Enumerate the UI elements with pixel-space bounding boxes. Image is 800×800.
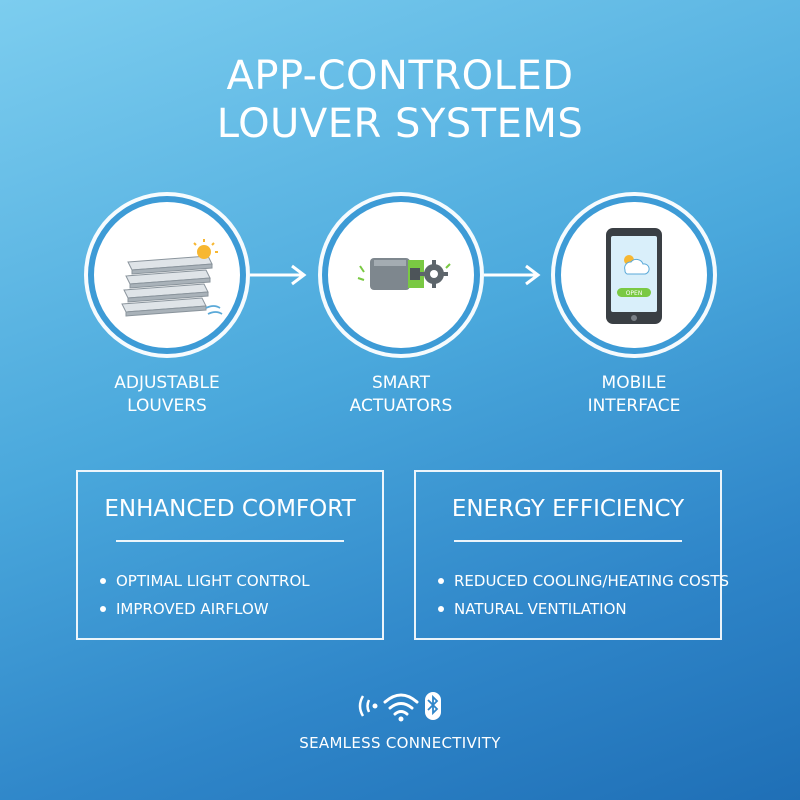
louvers-circle — [88, 196, 246, 354]
benefit-title: ENERGY EFFICIENCY — [451, 496, 685, 522]
smartphone-icon: OPEN — [606, 228, 662, 324]
list-item: REDUCED COOLING/HEATING COSTS — [438, 567, 729, 595]
step-label-line: LOUVERS — [127, 396, 207, 416]
list-item-text: IMPROVED AIRFLOW — [116, 600, 269, 618]
signal-waves-icon — [358, 695, 378, 717]
mobile-circle: OPEN — [555, 196, 713, 354]
list-item-text: OPTIMAL LIGHT CONTROL — [116, 572, 310, 590]
benefit-list: OPTIMAL LIGHT CONTROL IMPROVED AIRFLOW — [100, 567, 310, 623]
step-label-mobile: MOBILE INTERFACE — [534, 372, 734, 418]
step-label-line: ADJUSTABLE — [114, 373, 220, 393]
benefit-title: ENHANCED COMFORT — [104, 496, 356, 522]
step-label-louvers: ADJUSTABLE LOUVERS — [67, 372, 267, 418]
step-label-line: SMART — [371, 373, 431, 393]
title-line-2: LOUVER SYSTEMS — [216, 101, 584, 147]
benefit-box-comfort: ENHANCED COMFORT OPTIMAL LIGHT CONTROL I… — [76, 470, 384, 640]
wifi-icon — [383, 693, 419, 722]
benefit-list: REDUCED COOLING/HEATING COSTS NATURAL VE… — [438, 567, 729, 623]
arrow-right-icon — [250, 264, 307, 286]
list-item-text: REDUCED COOLING/HEATING COSTS — [454, 572, 730, 590]
connectivity-label: SEAMLESS CONNECTIVITY — [299, 734, 501, 752]
actuators-circle — [322, 196, 480, 354]
list-item-text: NATURAL VENTILATION — [454, 600, 627, 618]
connectivity-icons — [358, 692, 441, 722]
bluetooth-icon — [425, 692, 441, 720]
bullet-icon — [100, 577, 106, 584]
divider — [454, 540, 682, 542]
step-label-line: INTERFACE — [587, 396, 681, 416]
title-line-1: APP-CONTROLED — [226, 53, 574, 99]
step-label-line: ACTUATORS — [349, 396, 453, 416]
step-label-actuators: SMART ACTUATORS — [301, 372, 501, 418]
bullet-icon — [100, 605, 106, 612]
louver-slats-icon — [121, 239, 223, 317]
open-screen-button-label: OPEN — [626, 290, 643, 297]
step-label-line: MOBILE — [601, 373, 667, 393]
actuator-motor-icon — [357, 258, 451, 290]
list-item: OPTIMAL LIGHT CONTROL — [100, 567, 310, 595]
divider — [116, 540, 344, 542]
bullet-icon — [438, 577, 444, 584]
page-title: APP-CONTROLED LOUVER SYSTEMS — [0, 52, 800, 148]
arrow-right-icon — [484, 264, 541, 286]
list-item: IMPROVED AIRFLOW — [100, 595, 310, 623]
list-item: NATURAL VENTILATION — [438, 595, 729, 623]
benefit-box-energy: ENERGY EFFICIENCY REDUCED COOLING/HEATIN… — [414, 470, 729, 640]
bullet-icon — [438, 605, 444, 612]
